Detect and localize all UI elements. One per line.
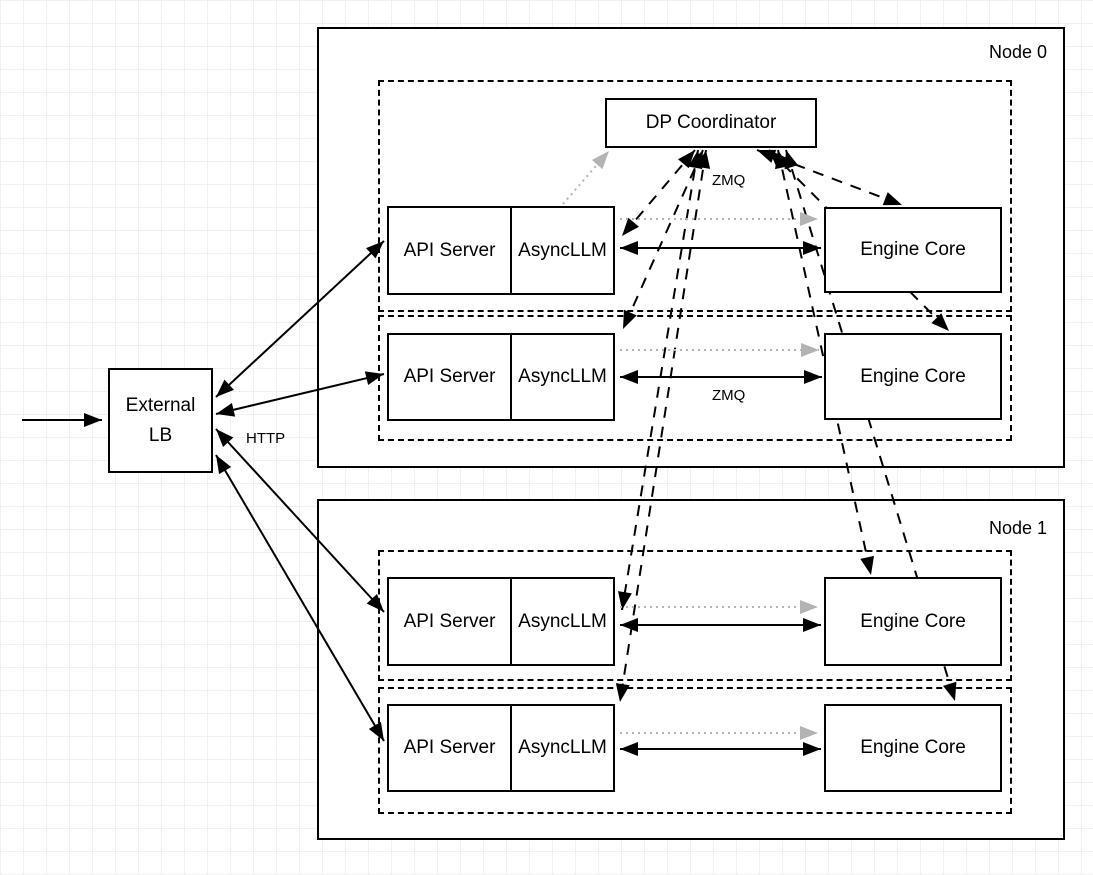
api-async-box-n1r0: API Server AsyncLLM [387, 577, 615, 666]
zmq-coordinator-edge-label: ZMQ [712, 172, 746, 189]
api-server-cell: API Server [389, 208, 512, 293]
asyncllm-label: AsyncLLM [518, 610, 607, 632]
dp-coordinator-label: DP Coordinator [645, 112, 777, 133]
api-server-label: API Server [403, 239, 496, 261]
engine-core-box-n1r1: Engine Core [824, 704, 1002, 792]
asyncllm-cell: AsyncLLM [512, 208, 613, 293]
api-async-box-n1r1: API Server AsyncLLM [387, 704, 615, 792]
external-lb-label-line2: LB [148, 424, 173, 446]
node1-label: Node 1 [988, 518, 1047, 538]
asyncllm-label: AsyncLLM [518, 737, 607, 758]
engine-core-label: Engine Core [860, 610, 966, 632]
api-server-cell: API Server [389, 706, 512, 790]
api-server-label: API Server [403, 610, 496, 632]
asyncllm-label: AsyncLLM [518, 366, 607, 387]
engine-core-box-n1r0: Engine Core [824, 577, 1002, 666]
engine-core-label: Engine Core [860, 239, 966, 260]
api-server-cell: API Server [389, 335, 512, 419]
asyncllm-cell: AsyncLLM [512, 335, 613, 419]
dp-coordinator-box: DP Coordinator [605, 98, 817, 148]
engine-core-label: Engine Core [860, 365, 966, 387]
engine-core-label: Engine Core [860, 737, 966, 758]
api-server-label: API Server [403, 366, 496, 387]
asyncllm-cell: AsyncLLM [512, 579, 613, 664]
engine-core-box-n0r0: Engine Core [824, 207, 1002, 293]
node0-label: Node 0 [988, 42, 1047, 62]
engine-core-box-n0r1: Engine Core [824, 333, 1002, 420]
external-lb-box: External LB [108, 368, 213, 473]
api-async-box-n0r1: API Server AsyncLLM [387, 333, 615, 421]
http-edge-label: HTTP [246, 430, 286, 447]
asyncllm-cell: AsyncLLM [512, 706, 613, 790]
zmq-engine-edge-label: ZMQ [712, 387, 746, 404]
external-lb-label-line1: External [125, 395, 196, 417]
asyncllm-label: AsyncLLM [518, 239, 607, 261]
api-server-cell: API Server [389, 579, 512, 664]
api-server-label: API Server [403, 737, 496, 758]
api-async-box-n0r0: API Server AsyncLLM [387, 206, 615, 295]
